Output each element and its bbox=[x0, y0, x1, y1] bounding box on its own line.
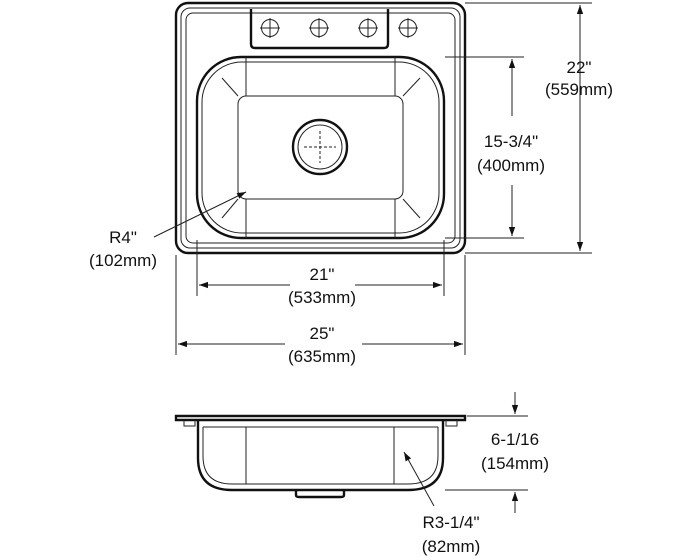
bowl-depth-mm: (154mm) bbox=[481, 454, 549, 473]
sink-rim-inner-edge bbox=[180, 7, 461, 249]
side-rim-lip bbox=[183, 420, 458, 427]
side-rim-flange bbox=[174, 414, 467, 422]
bowl-wall-creases bbox=[221, 57, 421, 238]
overall-height-mm: (559mm) bbox=[545, 80, 613, 99]
overall-width-mm: (635mm) bbox=[288, 347, 356, 366]
bowl-outline bbox=[195, 55, 446, 240]
side-bowl-body bbox=[196, 420, 445, 492]
faucet-deck bbox=[249, 9, 390, 50]
bowl-width-dimension bbox=[196, 240, 445, 296]
overall-height-dimension bbox=[465, 2, 592, 254]
bottom-radius-leader bbox=[403, 451, 435, 507]
bowl-inner-line bbox=[201, 61, 440, 234]
bowl-depth-dimension bbox=[445, 392, 528, 513]
sink-ledge bbox=[185, 12, 456, 244]
side-drain-icon bbox=[294, 490, 346, 499]
sink-outer-rim bbox=[174, 1, 467, 255]
bowl-width-inch: 21" bbox=[310, 265, 335, 284]
corner-radius-leader bbox=[153, 191, 247, 238]
faucet-hole-icon bbox=[398, 18, 418, 38]
overall-width-inch: 25" bbox=[310, 324, 335, 343]
bowl-floor bbox=[237, 95, 404, 200]
bowl-width-mm: (533mm) bbox=[288, 288, 356, 307]
bowl-depth-inch: 6-1/16 bbox=[491, 430, 539, 449]
overall-height-inch: 22" bbox=[567, 58, 592, 77]
faucet-hole-icon bbox=[309, 18, 329, 38]
faucet-hole-icon bbox=[260, 18, 280, 38]
bottom-radius-mm: (82mm) bbox=[422, 537, 481, 556]
bowl-length-mm: (400mm) bbox=[477, 156, 545, 175]
bowl-length-inch: 15-3/4" bbox=[484, 132, 538, 151]
overall-width-dimension bbox=[175, 255, 466, 355]
side-bowl-inner bbox=[202, 426, 439, 485]
corner-radius-mm: (102mm) bbox=[89, 251, 157, 270]
faucet-hole-icon bbox=[358, 18, 378, 38]
corner-radius-inch: R4" bbox=[109, 228, 137, 247]
bottom-radius-inch: R3-1/4" bbox=[422, 513, 479, 532]
drain-icon bbox=[291, 118, 349, 176]
bowl-length-dimension bbox=[445, 56, 524, 239]
top-view bbox=[174, 1, 467, 255]
side-view bbox=[174, 414, 467, 499]
faucet-holes bbox=[260, 18, 418, 38]
